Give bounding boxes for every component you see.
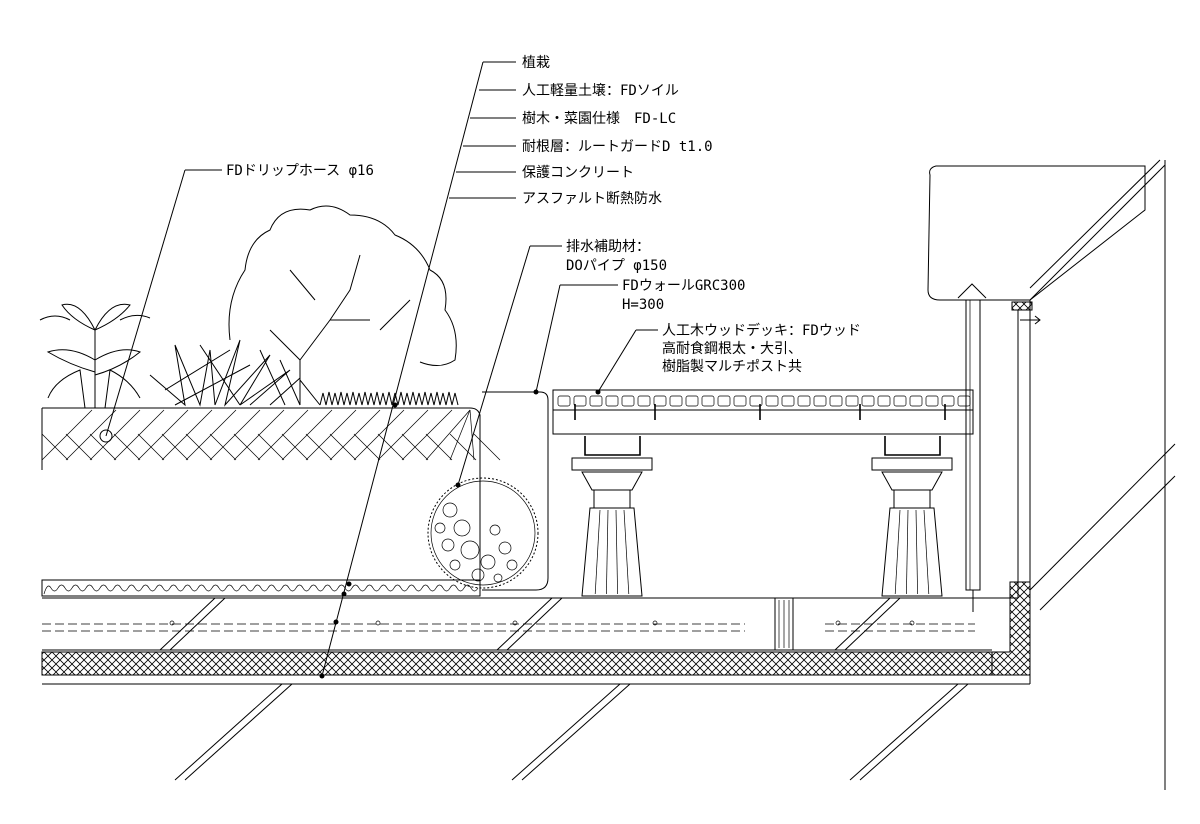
soil-area [41,407,501,580]
grass-icon [149,339,459,407]
label-drain-aid: 排水補助材： [566,239,650,255]
leader-lines [105,61,658,679]
grc-wall [482,391,549,591]
waterproof-layer [41,581,1031,676]
label-deck: 人工木ウッドデッキ：FDウッド [662,322,861,339]
label-drain-pipe: DOパイプ φ150 [566,258,667,274]
label-soil: 人工軽量土壌：FDソイル [522,83,679,99]
label-protect-concrete: 保護コンクリート [522,165,634,181]
plant-icon [39,303,151,409]
insulation-dashes [42,620,975,632]
drain-board [41,579,481,597]
drip-hose [99,429,113,443]
label-drip-hose: FDドリップホース φ16 [226,163,374,179]
label-spec: 樹木・菜園仕様 FD-LC [522,111,676,127]
label-waterproof: アスファルト断熱防水 [522,191,662,207]
wood-deck [552,389,974,597]
label-deck-post: 樹脂製マルチポスト共 [662,359,802,375]
tree-icon [228,205,457,406]
label-planting: 植栽 [522,55,550,71]
drain-pipe-icon [427,477,539,589]
label-root-barrier: 耐根層：ルートガードD t1.0 [522,139,713,155]
label-wall-height: H=300 [622,297,664,313]
parapet-frame [927,165,1146,612]
label-wall: FDウォールGRC300 [622,278,745,294]
label-deck-joist: 高耐食鋼根太・大引、 [662,340,802,357]
floor-drain [774,597,794,651]
